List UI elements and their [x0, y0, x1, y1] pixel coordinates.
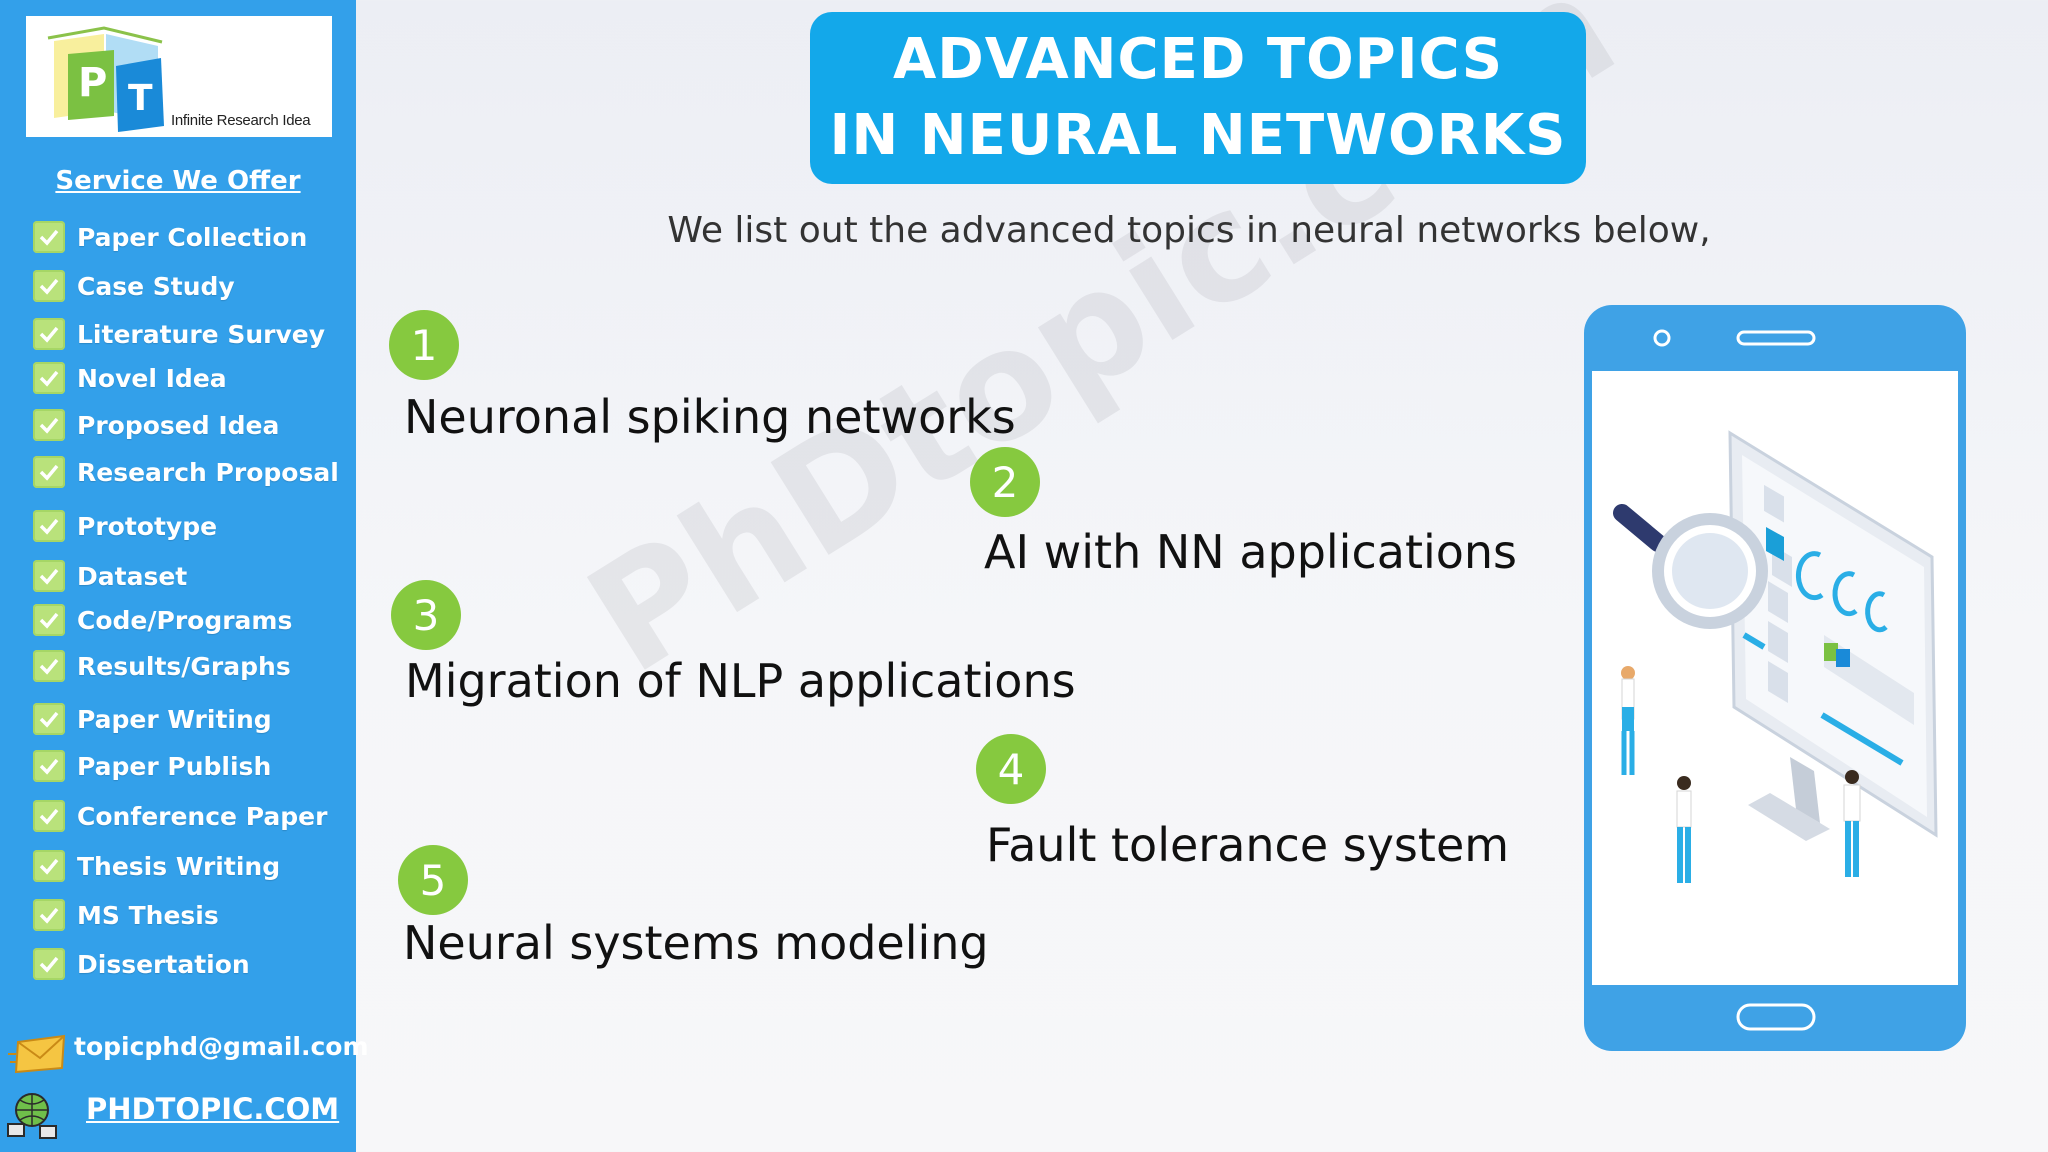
topic-item: Migration of NLP applications	[405, 654, 1076, 708]
check-icon	[33, 270, 65, 302]
sidebar-item-paper-publish[interactable]: Paper Publish	[33, 749, 271, 783]
check-icon	[33, 318, 65, 350]
sidebar-item-label: Code/Programs	[77, 605, 293, 635]
topic-number-badge: 1	[389, 310, 459, 380]
topic-item: Neural systems modeling	[403, 916, 989, 970]
check-icon	[33, 409, 65, 441]
sidebar-item-dataset[interactable]: Dataset	[33, 559, 187, 593]
sidebar-item-label: Conference Paper	[77, 801, 328, 831]
sidebar-item-prototype[interactable]: Prototype	[33, 509, 217, 543]
topic-item: Fault tolerance system	[986, 818, 1510, 872]
envelope-icon	[8, 1034, 66, 1074]
logo-tagline: Infinite Research Idea	[171, 112, 311, 129]
topic-item: Neuronal spiking networks	[404, 390, 1016, 444]
topic-number-badge: 4	[976, 734, 1046, 804]
person-figure	[1676, 776, 1692, 883]
check-icon	[33, 560, 65, 592]
check-icon	[33, 221, 65, 253]
sidebar-item-label: Dataset	[77, 561, 188, 591]
sidebar-item-literature-survey[interactable]: Literature Survey	[33, 317, 325, 351]
page-title-line-1: ADVANCED TOPICS	[892, 27, 1504, 92]
sidebar-item-label: Results/Graphs	[77, 651, 291, 681]
phone-speaker-icon	[1736, 330, 1816, 346]
website-link[interactable]: PHDTOPIC.COM	[86, 1092, 340, 1126]
topic-number-badge: 2	[970, 447, 1040, 517]
check-icon	[33, 650, 65, 682]
check-icon	[33, 362, 65, 394]
sidebar-item-label: Literature Survey	[77, 319, 326, 349]
check-icon	[33, 510, 65, 542]
sidebar-item-thesis-writing[interactable]: Thesis Writing	[33, 849, 280, 883]
title-banner: ADVANCED TOPICS IN NEURAL NETWORKS	[810, 12, 1586, 184]
check-icon	[33, 899, 65, 931]
person-figure	[1621, 666, 1635, 775]
logo-letter-t: T	[128, 78, 153, 119]
topic-number-badge: 5	[398, 845, 468, 915]
sidebar-item-conference-paper[interactable]: Conference Paper	[33, 799, 327, 833]
sidebar: P T Infinite Research Idea Service We Of…	[0, 0, 369, 1152]
sidebar-item-label: Paper Collection	[77, 222, 308, 252]
service-heading: Service We Offer	[55, 166, 301, 196]
sidebar-item-research-proposal[interactable]: Research Proposal	[33, 455, 339, 489]
sidebar-item-label: Dissertation	[77, 949, 250, 979]
check-icon	[33, 750, 65, 782]
check-icon	[33, 456, 65, 488]
sidebar-item-novel-idea[interactable]: Novel Idea	[33, 361, 227, 395]
sidebar-item-code-programs[interactable]: Code/Programs	[33, 603, 292, 637]
topic-item: AI with NN applications	[984, 525, 1518, 579]
check-icon	[33, 948, 65, 980]
monitor-icon	[1728, 430, 1938, 841]
page-title-line-2: IN NEURAL NETWORKS	[829, 103, 1567, 168]
logo: P T Infinite Research Idea	[26, 16, 332, 137]
sidebar-item-case-study[interactable]: Case Study	[33, 269, 235, 303]
person-figure	[1843, 770, 1861, 877]
check-icon	[33, 604, 65, 636]
sidebar-item-label: Prototype	[77, 511, 218, 541]
sidebar-item-dissertation[interactable]: Dissertation	[33, 947, 250, 981]
sidebar-item-proposed-idea[interactable]: Proposed Idea	[33, 408, 279, 442]
sidebar-item-paper-writing[interactable]: Paper Writing	[33, 702, 272, 736]
topic-number-badge: 3	[391, 580, 461, 650]
book-logo-icon: P T	[47, 26, 164, 132]
page-subtitle: We list out the advanced topics in neura…	[667, 210, 1711, 251]
sidebar-item-paper-collection[interactable]: Paper Collection	[33, 220, 307, 254]
phone-home-button	[1736, 1003, 1816, 1031]
check-icon	[33, 850, 65, 882]
sidebar-item-label: Paper Publish	[77, 751, 272, 781]
logo-letter-p: P	[78, 60, 107, 106]
sidebar-item-label: Novel Idea	[77, 363, 227, 393]
sidebar-item-label: Research Proposal	[77, 457, 339, 487]
magnifier-icon	[1613, 504, 1768, 629]
check-icon	[33, 703, 65, 735]
sidebar-item-results-graphs[interactable]: Results/Graphs	[33, 649, 291, 683]
sidebar-item-ms-thesis[interactable]: MS Thesis	[33, 898, 219, 932]
check-icon	[33, 800, 65, 832]
sidebar-item-label: MS Thesis	[77, 900, 219, 930]
sidebar-item-label: Thesis Writing	[77, 851, 281, 881]
phone-illustration	[1584, 305, 1966, 1051]
globe-network-icon	[7, 1093, 57, 1139]
sidebar-item-label: Paper Writing	[77, 704, 272, 734]
sidebar-item-label: Case Study	[77, 271, 235, 301]
sidebar-item-label: Proposed Idea	[77, 410, 280, 440]
phone-camera-icon	[1653, 329, 1671, 347]
contact-email-link[interactable]: topicphd@gmail.com	[74, 1032, 369, 1061]
